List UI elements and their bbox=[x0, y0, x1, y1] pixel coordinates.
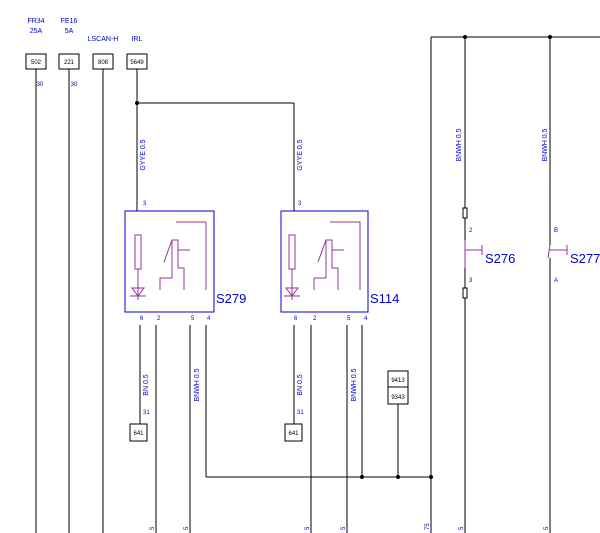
connector-fe16: FE16 5A 221 30 bbox=[58, 18, 80, 88]
connector-808-number: 808 bbox=[98, 60, 109, 66]
switch-s277-pin-top: B bbox=[554, 228, 558, 234]
ground-connector-left: 31 641 bbox=[129, 410, 150, 442]
bottom-label-2: 5 bbox=[184, 526, 190, 530]
connector-fe16-label: FE16 bbox=[61, 18, 78, 25]
switch-s114-resistor bbox=[288, 234, 296, 270]
bottom-label-6: 5 bbox=[459, 526, 465, 530]
ground-left-number: 641 bbox=[133, 431, 144, 437]
switch-s276-name: S276 bbox=[485, 251, 515, 266]
splice-bottom-number: 9343 bbox=[391, 395, 405, 401]
ground-connector-right: 31 641 bbox=[284, 410, 304, 442]
switch-s279-outline bbox=[124, 210, 215, 313]
switch-s114-pin-2: 2 bbox=[313, 316, 317, 322]
switch-s114-pin-5: 5 bbox=[347, 316, 351, 322]
connector-fr34-pin: 30 bbox=[37, 82, 44, 88]
switch-s279-pin-5: 5 bbox=[191, 316, 195, 322]
switch-s279-resistor bbox=[134, 234, 142, 270]
connector-lscan-h-label: LSCAN-H bbox=[88, 36, 119, 43]
wire-label-bnwh-s276: BNWH 0.5 bbox=[456, 128, 463, 161]
switch-s279-pin-top: 3 bbox=[143, 201, 147, 207]
switch-s279: S279 3 6 2 5 4 bbox=[124, 201, 246, 322]
bottom-labels: 5 5 5 5 75 5 5 bbox=[150, 523, 550, 530]
wire-label-gyye-right: GYYE 0.5 bbox=[297, 139, 304, 170]
connector-fr34-label: FR34 bbox=[27, 18, 44, 25]
switch-s276-terminal-bottom bbox=[462, 287, 468, 299]
switch-s114-pin-6: 6 bbox=[294, 316, 298, 322]
connector-irl: IRL 5649 bbox=[126, 36, 148, 70]
switch-s276-pin-bottom: 3 bbox=[469, 278, 473, 284]
connector-fe16-pin: 30 bbox=[71, 82, 78, 88]
wire-label-gyye-left: GYYE 0.5 bbox=[140, 139, 147, 170]
connector-fr34-rating: 25A bbox=[30, 28, 43, 35]
wire-label-bnwh-s277: BNWH 0.5 bbox=[542, 128, 549, 161]
wires bbox=[35, 35, 600, 533]
switch-s114-pin-4: 4 bbox=[364, 316, 368, 322]
bottom-label-7: 5 bbox=[544, 526, 550, 530]
ground-right-pin: 31 bbox=[297, 410, 304, 416]
wire-label-bnwh-left: BNWH 0.5 bbox=[194, 368, 201, 401]
connector-502-number: 502 bbox=[31, 60, 42, 66]
switch-s114: S114 3 6 2 5 4 bbox=[280, 201, 399, 322]
ground-left-box bbox=[129, 423, 148, 442]
switch-s114-name: S114 bbox=[370, 291, 399, 306]
wire-label-bn-right: BN 0.5 bbox=[297, 374, 304, 396]
ground-right-number: 641 bbox=[288, 431, 299, 437]
connector-irl-label: IRL bbox=[132, 36, 143, 43]
connector-5649-number: 5649 bbox=[130, 60, 144, 66]
switch-s276-pin-top: 2 bbox=[469, 228, 473, 234]
bottom-label-3: 5 bbox=[305, 526, 311, 530]
switch-s114-outline bbox=[280, 210, 369, 313]
bottom-label-5: 75 bbox=[425, 523, 431, 530]
wire-label-bnwh-right: BNWH 0.5 bbox=[351, 368, 358, 401]
switch-s279-pin-6: 6 bbox=[140, 316, 144, 322]
connector-221-number: 221 bbox=[64, 60, 75, 66]
bottom-label-4: 5 bbox=[341, 526, 347, 530]
wire-label-bn-left: BN 0.5 bbox=[143, 374, 150, 396]
splice-top-number: 9413 bbox=[391, 378, 405, 384]
ground-right-box bbox=[284, 423, 303, 442]
switch-s277: B A S277 bbox=[547, 228, 600, 284]
splice-box: 9413 9343 bbox=[387, 370, 409, 405]
connector-fe16-rating: 5A bbox=[65, 28, 74, 35]
switch-s114-pin-top: 3 bbox=[298, 201, 302, 207]
switch-s279-pin-4: 4 bbox=[207, 316, 211, 322]
switch-s277-pin-bottom: A bbox=[554, 278, 558, 284]
switch-s279-pin-2: 2 bbox=[157, 316, 161, 322]
connector-fr34: FR34 25A 502 30 bbox=[25, 18, 47, 88]
connector-lscan-h: LSCAN-H 808 bbox=[88, 36, 119, 70]
switch-s279-name: S279 bbox=[216, 291, 246, 306]
switch-s277-name: S277 bbox=[570, 251, 600, 266]
ground-left-pin: 31 bbox=[143, 410, 150, 416]
switch-s276: 2 3 S276 bbox=[462, 207, 515, 299]
bottom-label-1: 5 bbox=[150, 526, 156, 530]
switch-s276-terminal-top bbox=[462, 207, 468, 219]
